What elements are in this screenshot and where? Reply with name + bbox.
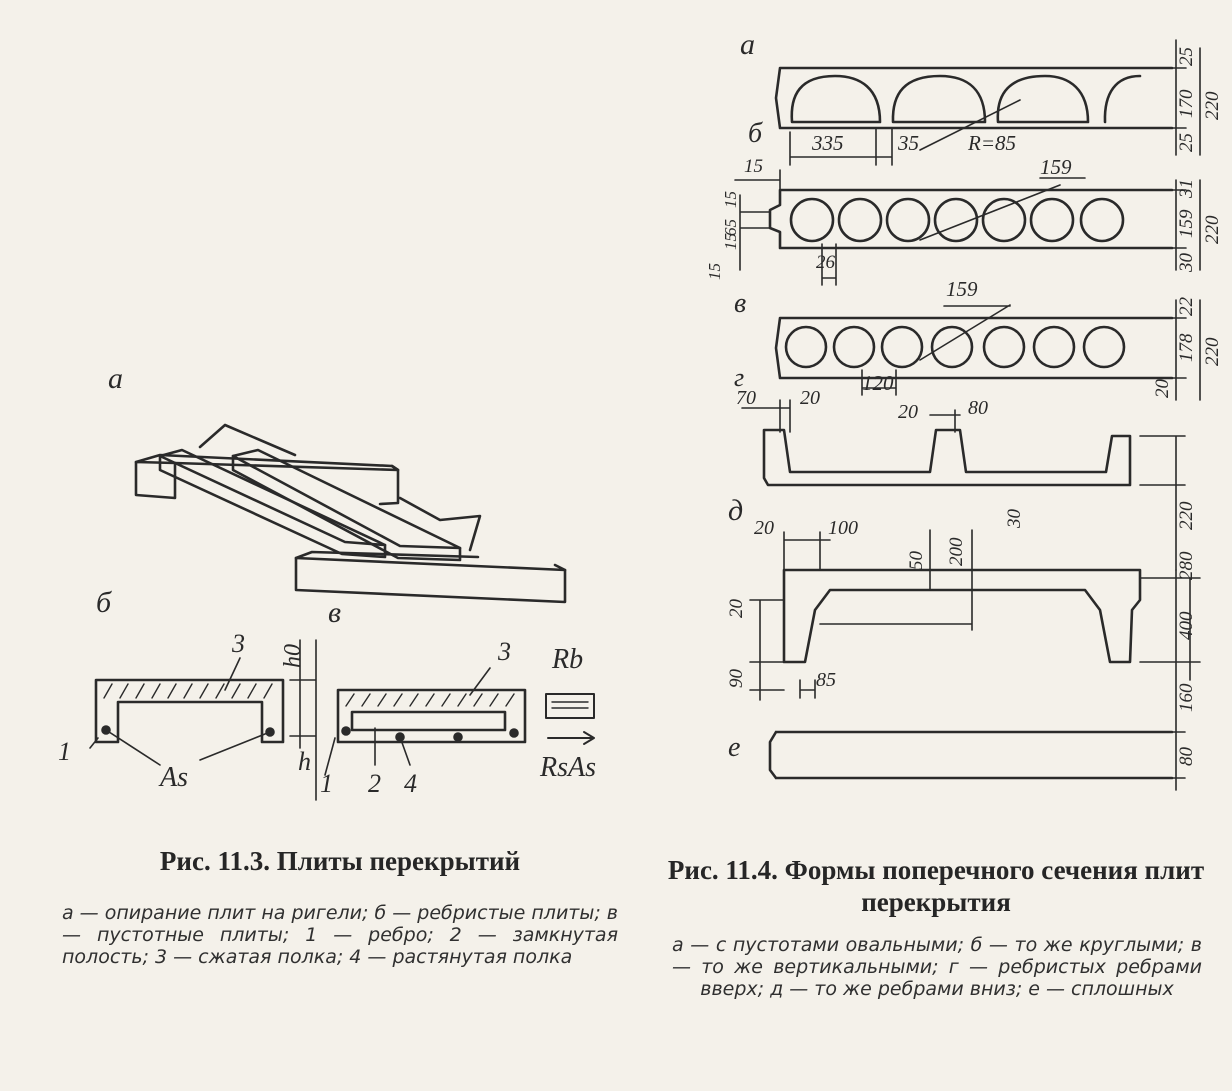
- fig-11-4-b-round-voids: [734, 169, 1201, 286]
- fig-11-3-a-isometric: [134, 423, 567, 604]
- dim-d-20-b: 20: [898, 401, 918, 423]
- dim-a-r85: R=85: [967, 131, 1016, 155]
- dim-d-30: 30: [1004, 509, 1025, 530]
- dim-e-280: 280: [1176, 551, 1197, 580]
- dim-b-159-diag: 159: [1040, 155, 1072, 179]
- dim-e-85: 85: [816, 669, 836, 691]
- dim-c-159: 159: [946, 277, 978, 301]
- dim-d-70: 70: [736, 387, 756, 409]
- fig-11-3-caption-title: Рис. 11.3. Плиты перекрытий: [159, 846, 521, 876]
- dim-b-31: 31: [1176, 179, 1197, 199]
- dim-e-50: 50: [906, 551, 927, 571]
- dim-a-35: 35: [897, 131, 919, 155]
- fig-11-3-part-c-label: в: [328, 596, 341, 629]
- dim-a-170: 170: [1176, 89, 1197, 118]
- dim-e-200: 200: [946, 537, 967, 566]
- fig-11-3-label-1-left: 1: [58, 737, 71, 766]
- fig-11-4-part-d-label: г: [734, 363, 744, 392]
- fig-11-4-part-f-label: е: [728, 732, 740, 763]
- dim-e-400: 400: [1176, 611, 1197, 640]
- fig-11-4-caption-legend: а — с пустотами овальными; б — то же кру…: [672, 934, 1202, 1000]
- fig-11-3-h-label: h: [298, 747, 311, 776]
- dim-b-65: 65: [721, 219, 740, 236]
- dim-e-100: 100: [828, 517, 858, 539]
- dim-a-25-bottom: 25: [1176, 133, 1197, 152]
- dim-c-220: 220: [1202, 337, 1223, 366]
- dim-c-178: 178: [1176, 333, 1197, 362]
- fig-11-4-part-b-label: б: [748, 118, 763, 149]
- fig-11-4-f-solid: [768, 730, 1186, 780]
- dim-b-26: 26: [816, 252, 836, 273]
- dim-b-15-c: 15: [705, 263, 724, 280]
- dim-c-20: 20: [1152, 379, 1173, 399]
- dim-a-335: 335: [811, 131, 844, 155]
- fig-11-3-RsAs-label: RsAs: [539, 752, 596, 783]
- dim-b-15-a: 15: [721, 191, 740, 208]
- dim-e-20: 20: [754, 517, 774, 539]
- fig-11-3-part-b-label: б: [96, 586, 112, 619]
- fig-11-3-b-ribbed-section: [89, 639, 317, 801]
- fig-11-4-caption-title: Рис. 11.4. Формы поперечного сечения пли…: [667, 855, 1205, 917]
- dim-b-220: 220: [1202, 215, 1223, 244]
- dim-f-160: 160: [1176, 683, 1197, 712]
- fig-11-3-caption-legend: а — опирание плит на ригели; б — ребрист…: [62, 902, 619, 968]
- fig-11-3-label-1-right: 1: [320, 769, 333, 798]
- dim-b-15-b: 15: [721, 233, 740, 250]
- fig-11-3-label-3-left: 3: [231, 629, 245, 658]
- dim-c-22: 22: [1176, 297, 1197, 317]
- dim-d-80: 80: [968, 397, 988, 419]
- fig-11-4-part-e-label: д: [728, 494, 743, 527]
- fig-11-4-c-vertical-voids: [774, 299, 1201, 401]
- dim-d-20-a: 20: [800, 387, 820, 409]
- dim-a-25-top: 25: [1176, 47, 1197, 66]
- dim-e-90: 90: [726, 669, 747, 689]
- dim-b-30: 30: [1176, 253, 1197, 274]
- fig-11-3-c-hollow-section: [324, 667, 595, 776]
- fig-11-3-As-label: As: [158, 762, 188, 793]
- dim-d-220: 220: [1176, 501, 1197, 530]
- fig-11-4-a-oval-voids: [774, 39, 1201, 166]
- fig-11-3-Rb-label: Rb: [551, 644, 583, 675]
- fig-11-3-part-a-label: а: [108, 362, 123, 395]
- dim-c-120: 120: [862, 371, 894, 395]
- dim-f-80: 80: [1176, 747, 1197, 767]
- fig-11-4-d-ribs-up: [741, 399, 1186, 571]
- fig-11-3-label-2: 2: [368, 769, 381, 798]
- dim-b-159-vert: 159: [1176, 209, 1197, 238]
- dim-a-220: 220: [1202, 91, 1223, 120]
- dim-b-15-top: 15: [744, 156, 763, 177]
- fig-11-3-label-3-right: 3: [497, 637, 511, 666]
- fig-11-3-h0-label: h0: [280, 644, 306, 668]
- fig-11-4-part-a-label: а: [740, 28, 755, 61]
- fig-11-3-label-4: 4: [404, 769, 417, 798]
- fig-11-4-e-ribs-down: [749, 529, 1201, 791]
- fig-11-4-part-c-label: в: [734, 288, 746, 319]
- dim-e-20-left: 20: [726, 599, 747, 619]
